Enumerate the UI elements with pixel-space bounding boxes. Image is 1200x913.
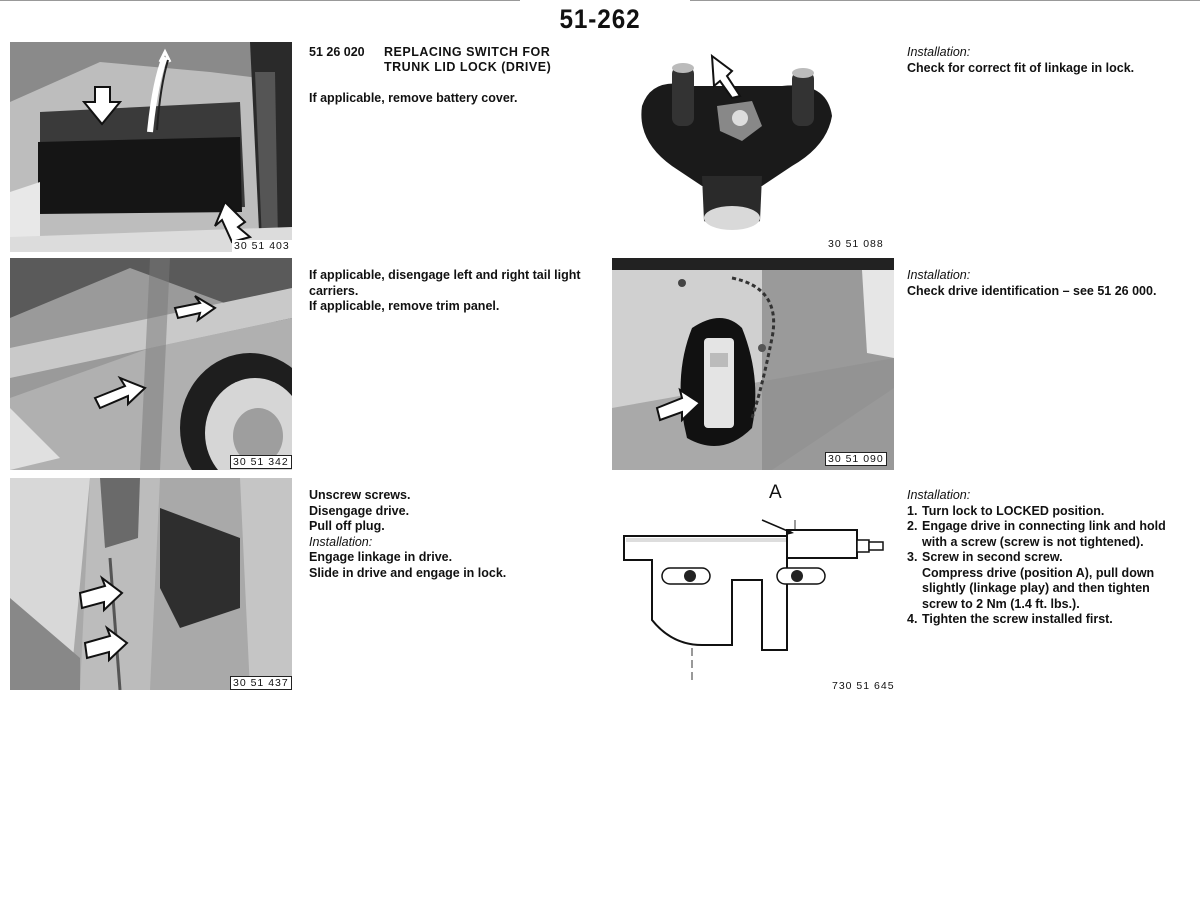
list-item: 4. Tighten the screw installed first. — [907, 612, 1166, 628]
list-item-number: 2. — [907, 519, 918, 533]
left-step-3-line-1: Unscrew screws. — [309, 488, 411, 502]
figure-label-5: 30 51 090 — [825, 452, 887, 466]
list-item-line: screw to 2 Nm (1.4 ft. lbs.). — [922, 596, 1080, 611]
figure-label-4: 30 51 088 — [826, 238, 886, 250]
right-step-3-heading: Installation: — [907, 488, 971, 502]
left-step-3-line-6: Slide in drive and engage in lock. — [309, 565, 507, 580]
section-title-line-2: TRUNK LID LOCK (DRIVE) — [384, 60, 552, 74]
right-step-2-heading: Installation: — [907, 268, 971, 282]
photo-trim-panel — [10, 258, 292, 470]
photo-drive-identification — [612, 258, 894, 470]
figure-label-6: 730 51 645 — [830, 680, 897, 692]
drawing-drive-schematic — [612, 480, 894, 685]
photo-drive-screws — [10, 478, 292, 690]
figure-label-2: 30 51 342 — [230, 455, 292, 469]
left-step-1: If applicable, remove battery cover. — [309, 91, 517, 107]
left-step-3-line-3: Pull off plug. — [309, 519, 385, 533]
list-item-line: Compress drive (position A), pull down — [922, 565, 1155, 580]
list-item-line: Engage drive in connecting link and hold — [922, 519, 1166, 533]
right-step-2-line-1: Check drive identification – see 51 26 0… — [907, 283, 1157, 298]
right-step-3: Installation: 1. Turn lock to LOCKED pos… — [907, 488, 1166, 628]
left-step-3-line-2: Disengage drive. — [309, 503, 410, 518]
right-step-2: Installation: Check drive identification… — [907, 268, 1156, 299]
right-step-1-line-1: Check for correct fit of linkage in lock… — [907, 60, 1135, 75]
right-step-1: Installation: Check for correct fit of l… — [907, 45, 1134, 76]
list-item-number: 1. — [907, 503, 918, 518]
right-step-1-heading: Installation: — [907, 45, 971, 59]
left-step-3: Unscrew screws. Disengage drive. Pull of… — [309, 488, 506, 581]
photo-lock-linkage — [632, 46, 832, 234]
left-step-2: If applicable, disengage left and right … — [309, 268, 581, 315]
figure-label-1: 30 51 403 — [232, 240, 292, 252]
section-code: 51 26 020 — [309, 45, 365, 59]
list-item: 2. Engage drive in connecting link and h… — [907, 519, 1166, 550]
page-number: 51-262 — [559, 4, 641, 34]
left-step-3-installation-heading: Installation: — [309, 534, 373, 549]
list-item-line: with a screw (screw is not tightened). — [922, 534, 1144, 549]
left-step-2-line-3: If applicable, remove trim panel. — [309, 299, 500, 313]
right-step-3-list: 1. Turn lock to LOCKED position. 2. Enga… — [907, 504, 1166, 628]
section-title-line-1: REPLACING SWITCH FOR — [384, 45, 551, 59]
figure-label-3: 30 51 437 — [230, 676, 292, 690]
list-item: 1. Turn lock to LOCKED position. — [907, 504, 1166, 520]
list-item-number: 4. — [907, 612, 918, 626]
list-item-line: Tighten the screw installed first. — [922, 612, 1113, 626]
left-step-3-line-5: Engage linkage in drive. — [309, 550, 453, 564]
callout-a: A — [769, 482, 782, 503]
photo-battery-cover — [10, 42, 292, 252]
top-rule-left — [0, 0, 520, 1]
left-step-2-line-2: carriers. — [309, 283, 359, 298]
list-item-number: 3. — [907, 550, 918, 564]
left-step-1-line-1: If applicable, remove battery cover. — [309, 91, 518, 105]
top-rule-right — [690, 0, 1200, 1]
list-item-line: Screw in second screw. — [922, 550, 1063, 564]
list-item: 3. Screw in second screw. Compress drive… — [907, 550, 1166, 612]
list-item-line: Turn lock to LOCKED position. — [922, 503, 1105, 518]
list-item-line: slightly (linkage play) and then tighten — [922, 581, 1150, 595]
left-step-2-line-1: If applicable, disengage left and right … — [309, 268, 581, 282]
